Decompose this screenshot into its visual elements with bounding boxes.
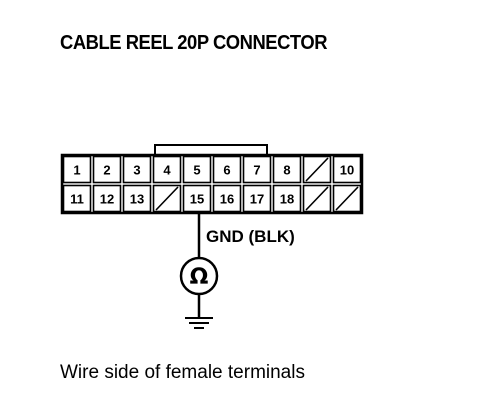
- terminal-number: 17: [250, 192, 264, 207]
- diagram-caption: Wire side of female terminals: [60, 362, 305, 383]
- terminal-cell: [242, 184, 272, 213]
- terminal-cell: [272, 184, 302, 213]
- ground-icon: [185, 317, 213, 329]
- terminal-number: 4: [163, 163, 171, 178]
- terminal-number: 15: [190, 192, 204, 207]
- diagram-title: CABLE REEL 20P CONNECTOR: [60, 32, 328, 54]
- terminal-cell: [122, 155, 152, 184]
- terminal-cell: [62, 184, 92, 213]
- terminal-cell: [122, 184, 152, 213]
- terminal-number: 2: [103, 163, 110, 178]
- terminal-cell: [242, 155, 272, 184]
- terminal-number: 12: [100, 192, 114, 207]
- connector-lock-tab: [154, 144, 268, 156]
- terminal-number: 7: [253, 163, 260, 178]
- unused-terminal-slash: [305, 157, 329, 182]
- terminal-number: 3: [133, 163, 140, 178]
- terminal-number: 13: [130, 192, 144, 207]
- terminal-cell: [152, 155, 182, 184]
- unused-terminal-slash: [305, 186, 329, 211]
- terminal-cell: [272, 155, 302, 184]
- terminal-cell: [92, 155, 122, 184]
- ohmmeter-icon: Ω: [179, 256, 219, 296]
- terminal-number: 5: [193, 163, 200, 178]
- terminal-number: 16: [220, 192, 234, 207]
- terminal-number: 8: [283, 163, 290, 178]
- unused-terminal-slash: [335, 186, 359, 211]
- gnd-wire-label: GND (BLK): [206, 227, 295, 246]
- terminal-cell: [332, 155, 362, 184]
- terminal-number: 1: [73, 163, 80, 178]
- terminal-cell: [182, 184, 212, 213]
- svg-text:Ω: Ω: [190, 265, 209, 290]
- terminal-cell: [92, 184, 122, 213]
- terminal-cell: [212, 155, 242, 184]
- terminal-cell: [212, 184, 242, 213]
- terminal-number: 11: [70, 192, 84, 207]
- terminal-number: 10: [340, 163, 354, 178]
- terminal-cell: [62, 155, 92, 184]
- unused-terminal-slash: [155, 186, 179, 211]
- terminal-number: 6: [223, 163, 230, 178]
- terminal-cell: [182, 155, 212, 184]
- terminal-number: 18: [280, 192, 294, 207]
